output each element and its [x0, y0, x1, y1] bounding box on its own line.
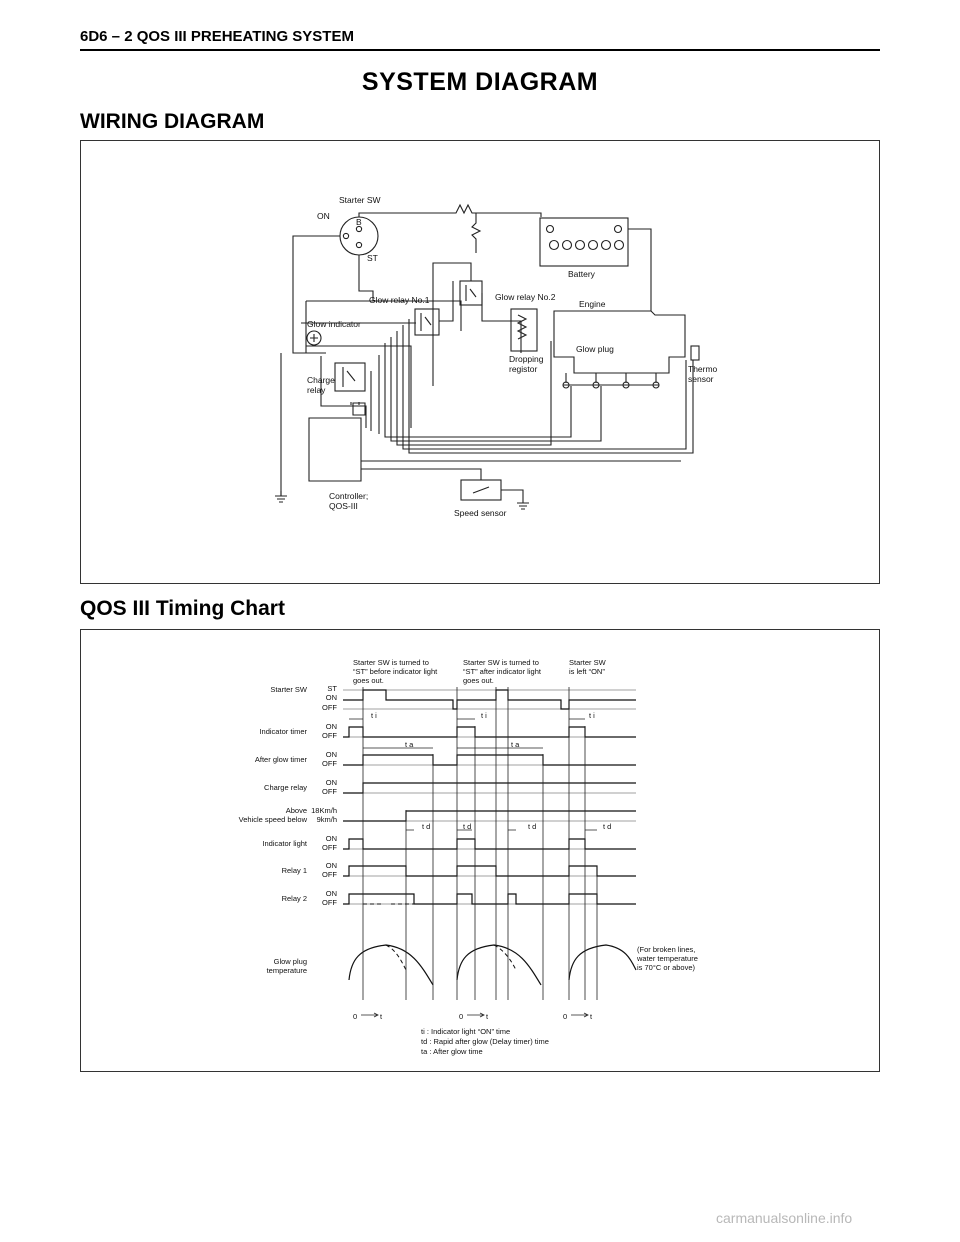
mark-td-1: t d [422, 822, 430, 831]
label-dropping: Dropping [509, 354, 544, 364]
ground-symbol-left [275, 495, 287, 503]
legend-ta: ta : After glow time [421, 1047, 483, 1056]
mark-ta-2: t a [511, 740, 520, 749]
signal-vehicle-speed-above: Above [286, 806, 307, 815]
axis-t-2: t [486, 1012, 489, 1021]
label-charge: Charge [307, 375, 335, 385]
axis-zero-2: 0 [459, 1012, 463, 1021]
label-thermo: Thermo [688, 364, 718, 374]
note-3-line-1: Starter SW [569, 658, 607, 667]
ground-symbol-right [517, 502, 529, 510]
glow-relay-1-symbol [414, 308, 440, 336]
state-ind-light-on: ON [326, 834, 337, 843]
label-controller: Controller; [329, 491, 368, 501]
axis-zero-1: 0 [353, 1012, 357, 1021]
label-b: B [356, 217, 362, 227]
state-starter-off: OFF [322, 703, 337, 712]
note-3-line-2: is left “ON” [569, 667, 605, 676]
wiring-diagram-heading: WIRING DIAGRAM [80, 110, 265, 133]
note-1-line-3: goes out. [353, 676, 384, 685]
label-battery: Battery [568, 269, 596, 279]
note-broken-3: is 70°C or above) [637, 963, 696, 972]
wiring-diagram-frame: Starter SW ON B ST Battery Glow relay No… [80, 140, 880, 584]
mark-td-4: t d [603, 822, 611, 831]
state-starter-on: ON [326, 693, 337, 702]
state-st: ST [327, 684, 337, 693]
page-header: 6D6 – 2 QOS III PREHEATING SYSTEM [80, 28, 354, 45]
note-1-line-1: Starter SW is turned to [353, 658, 429, 667]
mark-ti-3: t i [589, 711, 595, 720]
note-2-line-2: “ST” after indicator light [463, 667, 542, 676]
note-broken-1: (For broken lines, [637, 945, 695, 954]
header-rule [80, 49, 880, 51]
axis-zero-3: 0 [563, 1012, 567, 1021]
axis-t-1: t [380, 1012, 383, 1021]
legend-ti: ti : Indicator light “ON” time [421, 1027, 510, 1036]
signal-relay-2: Relay 2 [282, 894, 307, 903]
label-on: ON [317, 211, 330, 221]
mark-ti-2: t i [481, 711, 487, 720]
state-charge-off: OFF [322, 787, 337, 796]
state-speed-hi: 18Km/h [311, 806, 337, 815]
signal-charge-relay: Charge relay [264, 783, 307, 792]
label-sensor: sensor [688, 374, 714, 384]
label-glow-indicator: Glow indicator [307, 319, 361, 329]
state-relay2-on: ON [326, 889, 337, 898]
mark-ti-1: t i [371, 711, 377, 720]
state-charge-on: ON [326, 778, 337, 787]
label-st: ST [367, 253, 378, 263]
state-speed-lo: 9km/h [317, 815, 337, 824]
label-engine: Engine [579, 299, 606, 309]
signal-indicator-light: Indicator light [262, 839, 308, 848]
thermo-sensor-symbol [690, 345, 700, 361]
mark-ta-1: t a [405, 740, 414, 749]
label-glow-relay-2: Glow relay No.2 [495, 292, 556, 302]
axis-t-3: t [590, 1012, 593, 1021]
signal-after-glow-timer: After glow timer [255, 755, 308, 764]
legend-td: td : Rapid after glow (Delay timer) time [421, 1037, 549, 1046]
timing-chart: Starter SW Indicator timer After glow ti… [239, 658, 698, 1056]
fuse-symbol [358, 203, 542, 217]
label-registor: registor [509, 364, 538, 374]
dropping-resistor-symbol [510, 308, 538, 352]
signal-glow-plug-temp-1: Glow plug [274, 957, 307, 966]
engine-block [553, 310, 686, 374]
signal-glow-plug-temp-2: temperature [267, 966, 307, 975]
note-1-line-2: “ST” before indicator light [353, 667, 438, 676]
signal-relay-1: Relay 1 [282, 866, 307, 875]
state-ind-light-off: OFF [322, 843, 337, 852]
label-qos-iii: QOS-III [329, 501, 358, 511]
wiring-diagram: Starter SW ON B ST Battery Glow relay No… [275, 195, 718, 518]
charge-relay-symbol [334, 362, 366, 392]
label-glow-plug: Glow plug [576, 344, 614, 354]
signal-starter-sw: Starter SW [270, 685, 308, 694]
state-ind-timer-on: ON [326, 722, 337, 731]
label-glow-relay-1: Glow relay No.1 [369, 295, 430, 305]
state-ind-timer-off: OFF [322, 731, 337, 740]
mark-td-2: t d [463, 822, 471, 831]
timing-chart-heading: QOS III Timing Chart [80, 597, 285, 620]
state-relay1-on: ON [326, 861, 337, 870]
note-2-line-3: goes out. [463, 676, 494, 685]
controller-box [308, 417, 362, 482]
state-relay1-off: OFF [322, 870, 337, 879]
state-relay2-off: OFF [322, 898, 337, 907]
state-ag-timer-on: ON [326, 750, 337, 759]
glow-relay-2-symbol [459, 280, 483, 306]
mark-td-3: t d [528, 822, 536, 831]
timing-chart-frame: Starter SW Indicator timer After glow ti… [80, 629, 880, 1072]
note-2-line-1: Starter SW is turned to [463, 658, 539, 667]
label-starter-sw: Starter SW [339, 195, 381, 205]
label-relay: relay [307, 385, 326, 395]
battery-symbol [539, 217, 629, 267]
state-ag-timer-off: OFF [322, 759, 337, 768]
page-title: SYSTEM DIAGRAM [361, 68, 599, 96]
signal-indicator-timer: Indicator timer [259, 727, 307, 736]
label-speed-sensor: Speed sensor [454, 508, 507, 518]
watermark: carmanualsonline.info [716, 1210, 853, 1226]
note-broken-2: water temperature [636, 954, 698, 963]
glow-indicator-lamp [306, 330, 322, 346]
signal-vehicle-speed-below: Vehicle speed below [239, 815, 308, 824]
